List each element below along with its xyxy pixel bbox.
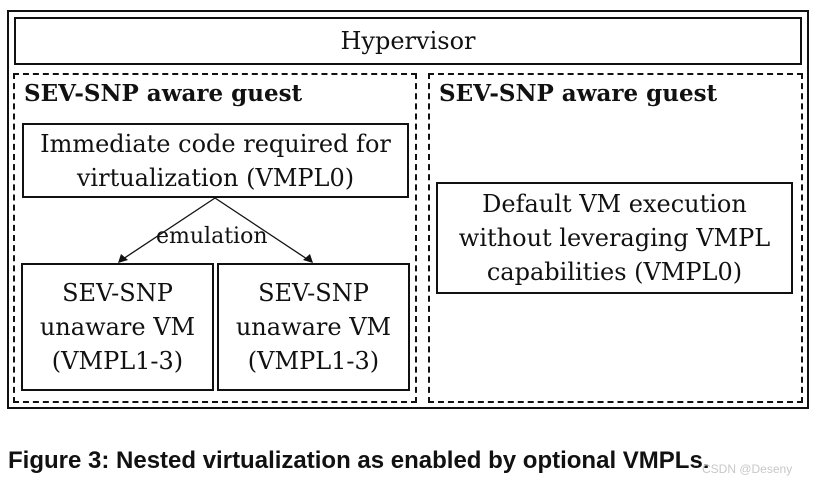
default-vm-line-2: without leveraging VMPL — [458, 224, 771, 252]
hypervisor-box: Hypervisor — [14, 17, 802, 65]
hypervisor-label: Hypervisor — [340, 27, 476, 55]
vm-left-line-2: unaware VM — [39, 313, 196, 341]
default-vm-box: Default VM execution without leveraging … — [436, 182, 793, 294]
guest-title-left: SEV-SNP aware guest — [24, 80, 303, 107]
figure-caption: Figure 3: Nested virtualization as enabl… — [8, 447, 710, 474]
vm-right-line-3: (VMPL1-3) — [247, 347, 380, 375]
immediate-code-line-2: virtualization (VMPL0) — [76, 163, 355, 192]
default-vm-line-3: capabilities (VMPL0) — [486, 258, 743, 286]
vm-left-line-1: SEV-SNP — [62, 279, 173, 307]
unaware-vm-box-right: SEV-SNP unaware VM (VMPL1-3) — [217, 263, 410, 391]
unaware-vm-box-left: SEV-SNP unaware VM (VMPL1-3) — [21, 263, 214, 391]
vm-right-line-2: unaware VM — [235, 313, 392, 341]
immediate-code-line-1: Immediate code required for — [40, 129, 391, 158]
emulation-label: emulation — [156, 224, 268, 249]
watermark: CSDN @Deseny — [702, 462, 793, 476]
immediate-code-box: Immediate code required for virtualizati… — [22, 123, 409, 198]
default-vm-line-1: Default VM execution — [482, 190, 747, 218]
guest-title-right: SEV-SNP aware guest — [439, 80, 718, 107]
guest-container-left — [13, 73, 417, 403]
vm-left-line-3: (VMPL1-3) — [51, 347, 184, 375]
outer-frame — [7, 10, 809, 409]
guest-container-right — [428, 73, 803, 403]
vm-right-line-1: SEV-SNP — [258, 279, 369, 307]
